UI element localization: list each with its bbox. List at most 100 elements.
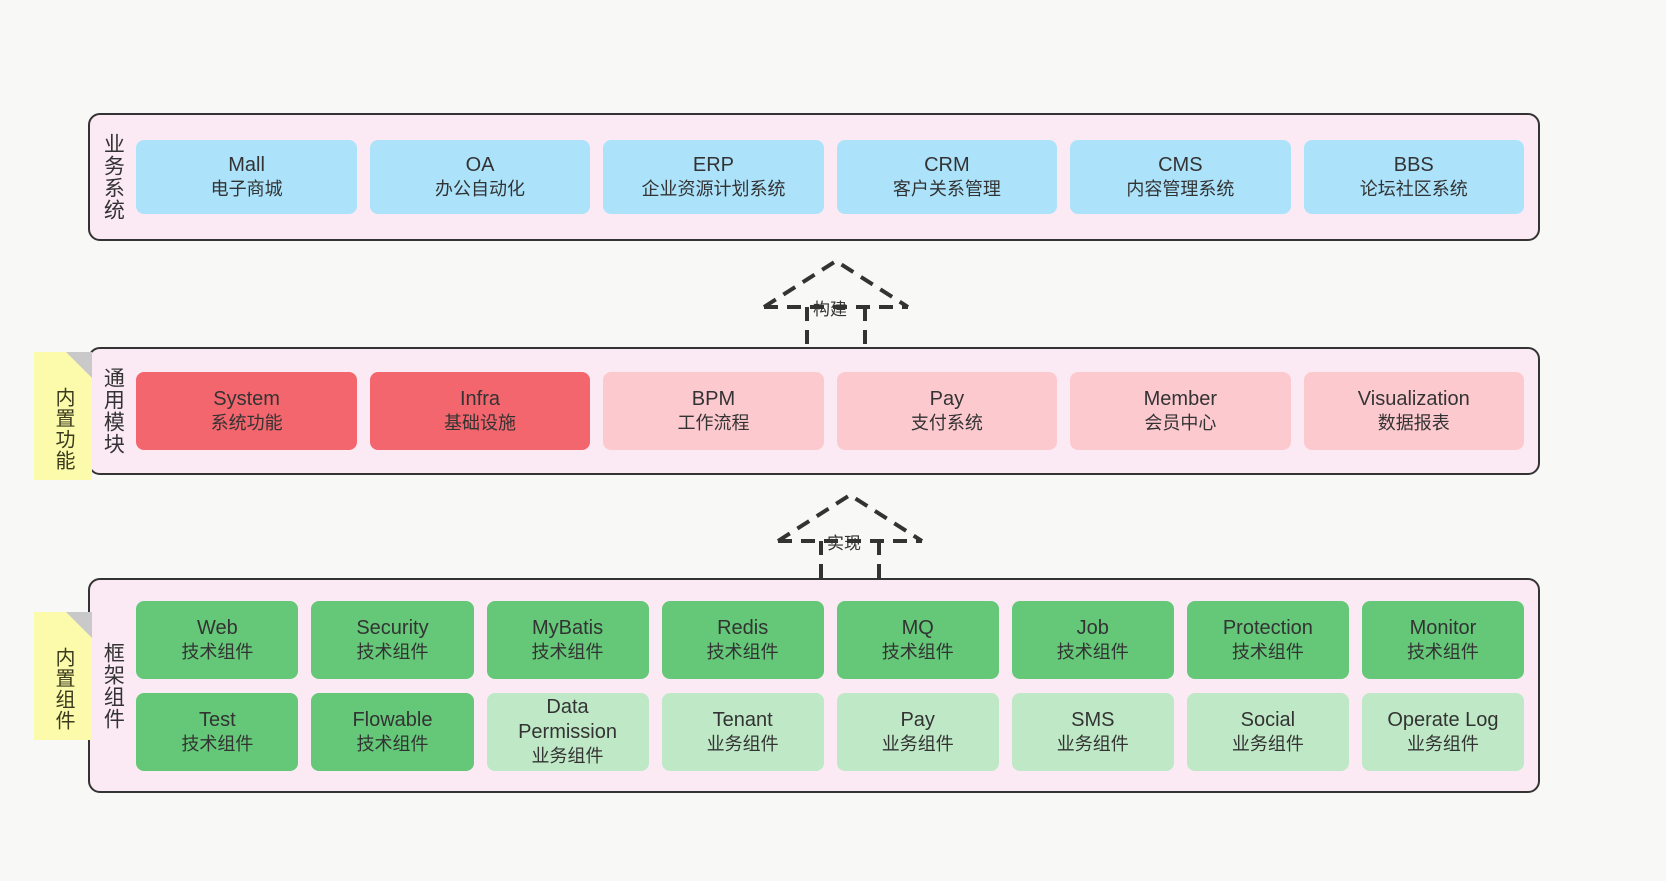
sticky-fold-corner-icon <box>66 612 92 638</box>
layer-label-common-modules: 通用模块 <box>101 367 125 455</box>
card-title: CMS <box>1158 154 1203 177</box>
card-infra[interactable]: Infra 基础设施 <box>369 372 591 450</box>
card-title: CRM <box>924 154 970 177</box>
card-member[interactable]: Member 会员中心 <box>1070 372 1291 450</box>
card-subtitle: 技术组件 <box>1406 641 1479 662</box>
connector-build-label: 构建 <box>813 300 847 319</box>
card-redis[interactable]: Redis 技术组件 <box>661 600 824 679</box>
card-subtitle: 数据报表 <box>1377 413 1450 434</box>
card-security[interactable]: Security 技术组件 <box>311 600 474 679</box>
card-title: Data Permission <box>518 696 617 744</box>
card-subtitle: 工作流程 <box>677 413 750 434</box>
card-title: Social <box>1240 708 1296 731</box>
card-subtitle: 业务组件 <box>1231 733 1304 754</box>
sticky-note-builtin-components: 内置组件 <box>34 612 92 740</box>
card-subtitle: 业务组件 <box>531 746 604 767</box>
card-title: Flowable <box>352 708 433 731</box>
card-subtitle: 基础设施 <box>444 413 517 434</box>
framework-row-technical: Web 技术组件 Security 技术组件 MyBatis 技术组件 Redi… <box>136 600 1524 679</box>
card-tenant[interactable]: Tenant 业务组件 <box>661 692 824 771</box>
card-subtitle: 内容管理系统 <box>1126 179 1235 200</box>
card-crm[interactable]: CRM 客户关系管理 <box>836 140 1058 214</box>
card-title: Redis <box>717 616 769 639</box>
card-subtitle: 论坛社区系统 <box>1359 179 1468 200</box>
layer-framework-components: 框架组件 Web 技术组件 Security 技术组件 MyBatis 技术组件… <box>88 578 1540 793</box>
card-subtitle: 业务组件 <box>1406 733 1479 754</box>
card-subtitle: 技术组件 <box>1231 641 1304 662</box>
card-title: MQ <box>901 616 934 639</box>
card-title: Pay <box>900 708 935 731</box>
card-title: SMS <box>1071 708 1115 731</box>
card-title: Security <box>356 616 429 639</box>
card-subtitle: 技术组件 <box>1056 641 1129 662</box>
layer-label-business-systems: 业务系统 <box>101 133 125 221</box>
card-subtitle: 业务组件 <box>1056 733 1129 754</box>
connector-implement: 实现 <box>770 489 930 584</box>
card-bbs[interactable]: BBS 论坛社区系统 <box>1303 140 1524 214</box>
sticky-note-builtin-features: 内置功能 <box>34 352 92 480</box>
card-subtitle: 电子商城 <box>210 179 283 200</box>
card-subtitle: 技术组件 <box>881 641 954 662</box>
card-subtitle: 技术组件 <box>356 733 429 754</box>
card-title: BPM <box>691 388 736 411</box>
card-visualization[interactable]: Visualization 数据报表 <box>1303 372 1524 450</box>
card-flowable[interactable]: Flowable 技术组件 <box>311 692 474 771</box>
card-web[interactable]: Web 技术组件 <box>136 600 299 679</box>
card-title: Visualization <box>1357 388 1470 411</box>
card-mybatis[interactable]: MyBatis 技术组件 <box>486 600 649 679</box>
card-subtitle: 技术组件 <box>181 641 254 662</box>
layer-common-modules: 通用模块 System 系统功能 Infra 基础设施 BPM 工作流程 Pay… <box>88 347 1540 475</box>
build-arrow-icon <box>762 258 910 348</box>
card-sms[interactable]: SMS 业务组件 <box>1011 692 1174 771</box>
card-title: Web <box>197 616 238 639</box>
card-social[interactable]: Social 业务组件 <box>1186 692 1349 771</box>
card-title: Pay <box>929 388 965 411</box>
layer-body-framework-components: Web 技术组件 Security 技术组件 MyBatis 技术组件 Redi… <box>132 580 1538 791</box>
card-pay-component[interactable]: Pay 业务组件 <box>836 692 999 771</box>
card-subtitle: 技术组件 <box>181 733 254 754</box>
card-subtitle: 系统功能 <box>210 413 283 434</box>
card-title: Monitor <box>1409 616 1477 639</box>
card-cms[interactable]: CMS 内容管理系统 <box>1070 140 1291 214</box>
card-title: Job <box>1076 616 1109 639</box>
connector-implement-label: 实现 <box>827 534 861 553</box>
card-protection[interactable]: Protection 技术组件 <box>1186 600 1349 679</box>
framework-row-business: Test 技术组件 Flowable 技术组件 Data Permission … <box>136 692 1524 771</box>
connector-build: 构建 <box>756 255 916 350</box>
card-title: Mall <box>228 154 265 177</box>
card-oa[interactable]: OA 办公自动化 <box>369 140 591 214</box>
card-title: Tenant <box>712 708 773 731</box>
card-title: Member <box>1143 388 1217 411</box>
card-system[interactable]: System 系统功能 <box>136 372 357 450</box>
card-title: System <box>213 388 280 411</box>
card-data-permission[interactable]: Data Permission 业务组件 <box>486 692 649 771</box>
card-subtitle: 技术组件 <box>356 641 429 662</box>
card-monitor[interactable]: Monitor 技术组件 <box>1361 600 1524 679</box>
card-subtitle: 技术组件 <box>706 641 779 662</box>
card-title: MyBatis <box>531 616 604 639</box>
card-title: BBS <box>1393 154 1434 177</box>
layer-body-common-modules: System 系统功能 Infra 基础设施 BPM 工作流程 Pay 支付系统… <box>132 349 1538 473</box>
card-bpm[interactable]: BPM 工作流程 <box>603 372 824 450</box>
card-subtitle: 支付系统 <box>910 413 983 434</box>
layer-label-framework-components: 框架组件 <box>101 641 125 730</box>
card-title: Operate Log <box>1387 708 1499 731</box>
card-mq[interactable]: MQ 技术组件 <box>836 600 999 679</box>
card-pay-module[interactable]: Pay 支付系统 <box>836 372 1058 450</box>
implement-arrow-icon <box>776 492 924 582</box>
card-subtitle: 业务组件 <box>706 733 779 754</box>
card-subtitle: 技术组件 <box>531 641 604 662</box>
card-subtitle: 业务组件 <box>881 733 954 754</box>
card-title: Protection <box>1222 616 1313 639</box>
card-mall[interactable]: Mall 电子商城 <box>136 140 357 214</box>
card-operate-log[interactable]: Operate Log 业务组件 <box>1361 692 1524 771</box>
card-test[interactable]: Test 技术组件 <box>136 692 299 771</box>
card-erp[interactable]: ERP 企业资源计划系统 <box>603 140 824 214</box>
layer-business-systems: 业务系统 Mall 电子商城 OA 办公自动化 ERP 企业资源计划系统 CRM… <box>88 113 1540 241</box>
card-subtitle: 会员中心 <box>1144 413 1217 434</box>
card-subtitle: 客户关系管理 <box>892 179 1001 200</box>
sticky-fold-corner-icon <box>66 352 92 378</box>
card-job[interactable]: Job 技术组件 <box>1011 600 1174 679</box>
card-title: ERP <box>692 154 735 177</box>
